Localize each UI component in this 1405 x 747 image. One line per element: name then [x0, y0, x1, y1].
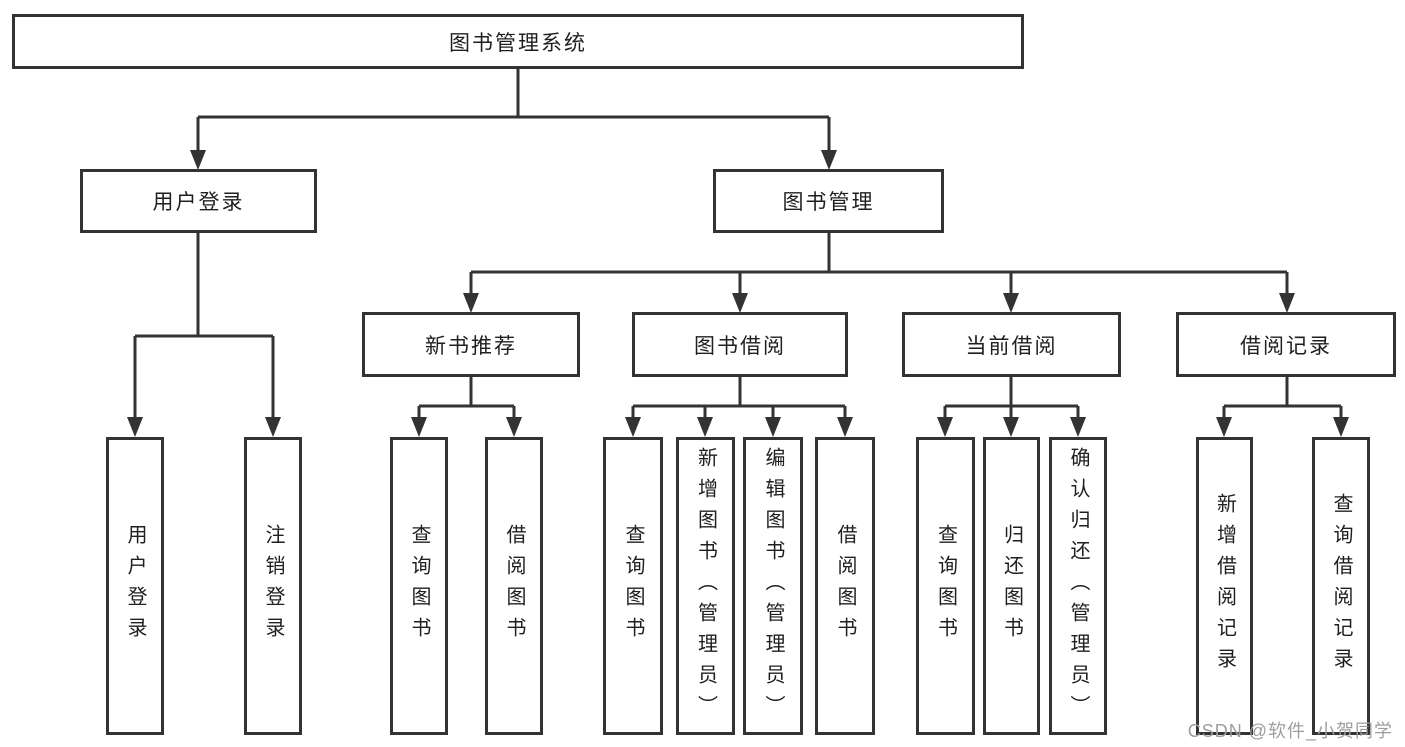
- arrow-down-icon: [765, 417, 781, 437]
- arrow-down-icon: [127, 417, 143, 437]
- node-user-login: 用户登录: [80, 169, 317, 233]
- node-label: 编辑图书（管理员）: [762, 446, 784, 726]
- arrow-down-icon: [1216, 417, 1232, 437]
- arrowheads: [127, 150, 1349, 437]
- node-current-return-books: 归还图书: [983, 437, 1040, 735]
- arrow-down-icon: [411, 417, 427, 437]
- arrow-down-icon: [1070, 417, 1086, 437]
- connector-lines: [133, 69, 1343, 421]
- node-label: 查询图书: [408, 524, 430, 648]
- node-borrow-borrow-books: 借阅图书: [815, 437, 875, 735]
- arrow-down-icon: [697, 417, 713, 437]
- arrow-down-icon: [265, 417, 281, 437]
- node-label: 归还图书: [1000, 524, 1023, 648]
- node-label: 借阅图书: [503, 524, 525, 648]
- arrow-down-icon: [190, 150, 206, 170]
- arrow-down-icon: [1279, 293, 1295, 313]
- node-borrow-edit-books-admin: 编辑图书（管理员）: [743, 437, 803, 735]
- node-login-logout: 注销登录: [244, 437, 302, 735]
- node-borrow-add-books-admin: 新增图书（管理员）: [676, 437, 735, 735]
- node-label: 用户登录: [124, 524, 146, 648]
- node-label: 新增借阅记录: [1213, 493, 1236, 679]
- node-root: 图书管理系统: [12, 14, 1024, 69]
- node-label: 借阅图书: [834, 524, 856, 648]
- node-borrow-records: 借阅记录: [1176, 312, 1396, 377]
- node-current-query-books: 查询图书: [916, 437, 975, 735]
- arrow-down-icon: [937, 417, 953, 437]
- arrow-down-icon: [1333, 417, 1349, 437]
- node-borrow-query-books: 查询图书: [603, 437, 663, 735]
- arrow-down-icon: [1003, 293, 1019, 313]
- arrow-down-icon: [506, 417, 522, 437]
- arrow-down-icon: [732, 293, 748, 313]
- arrow-down-icon: [837, 417, 853, 437]
- node-book-management: 图书管理: [713, 169, 944, 233]
- node-current-confirm-return-admin: 确认归还（管理员）: [1049, 437, 1107, 735]
- node-recommend-borrow-books: 借阅图书: [485, 437, 543, 735]
- node-recommend-query-books: 查询图书: [390, 437, 448, 735]
- arrow-down-icon: [821, 150, 837, 170]
- arrow-down-icon: [1003, 417, 1019, 437]
- node-current-borrow: 当前借阅: [902, 312, 1121, 377]
- node-login-user-login: 用户登录: [106, 437, 164, 735]
- node-book-borrow: 图书借阅: [632, 312, 848, 377]
- node-label: 查询借阅记录: [1330, 493, 1352, 679]
- node-records-add-borrow-record: 新增借阅记录: [1196, 437, 1253, 735]
- node-records-query-borrow-record: 查询借阅记录: [1312, 437, 1370, 735]
- arrow-down-icon: [463, 293, 479, 313]
- node-label: 确认归还（管理员）: [1067, 446, 1089, 726]
- node-label: 新增图书（管理员）: [694, 446, 717, 726]
- node-new-book-recommend: 新书推荐: [362, 312, 580, 377]
- node-label: 查询图书: [622, 524, 644, 648]
- watermark: CSDN @软件_小贺同学: [1187, 721, 1393, 741]
- node-label: 查询图书: [934, 524, 957, 648]
- node-label: 注销登录: [262, 524, 284, 648]
- arrow-down-icon: [625, 417, 641, 437]
